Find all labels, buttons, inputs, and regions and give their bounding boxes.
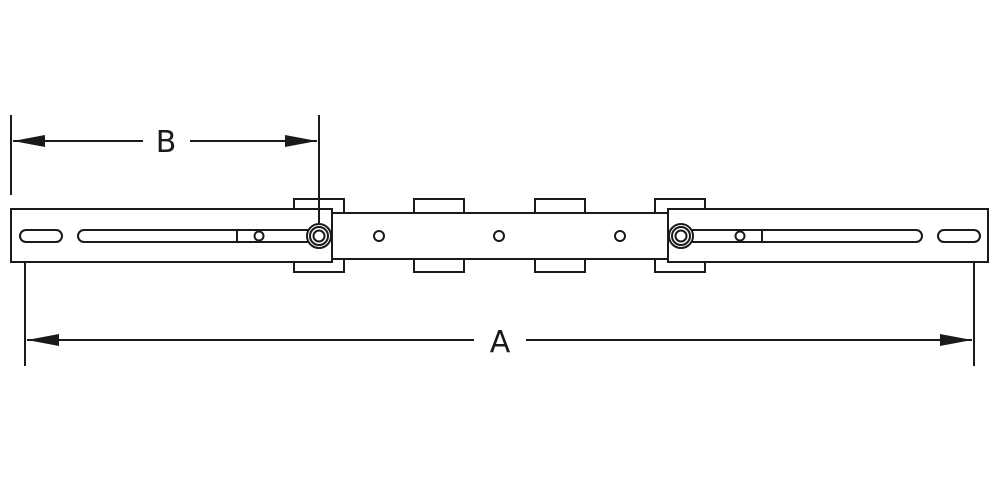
dimension-a-label: A [490,325,511,360]
tab-top-3 [534,198,586,214]
center-hole-2 [493,230,505,242]
left-slot-pin [253,230,265,242]
tab-top-2 [413,198,465,214]
left-end-slot [19,229,63,243]
center-hole-1 [373,230,385,242]
tab-bottom-3 [534,257,586,273]
arrowhead-left-icon [13,135,45,147]
arrowhead-left-icon [27,334,59,346]
arrowhead-right-icon [285,135,317,147]
arrowhead-right-icon [940,334,972,346]
tab-bottom-2 [413,257,465,273]
dimension-b: B [10,115,320,224]
left-bolt-icon [306,223,332,249]
center-hole-3 [614,230,626,242]
left-slide-bar [10,208,333,263]
right-slot-pin [734,230,746,242]
right-end-slot [937,229,981,243]
right-bolt-icon [668,223,694,249]
dimension-a: A [24,262,975,366]
right-slide-bar [667,208,989,263]
center-bar [331,212,669,260]
dimension-b-label: B [156,125,177,160]
